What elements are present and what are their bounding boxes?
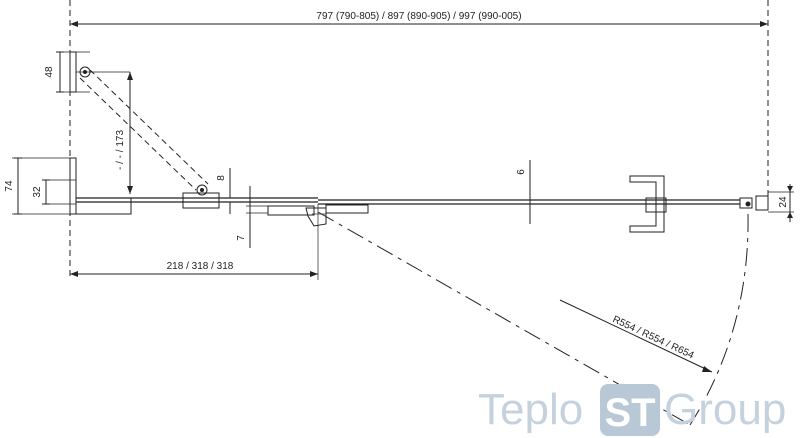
sliding-door bbox=[267, 199, 740, 227]
glass-thickness-mid-dimension: 6 bbox=[516, 160, 531, 224]
hinge-offset-label: - / - / 173 bbox=[115, 130, 126, 170]
glass-thickness-mid-label: 6 bbox=[516, 169, 527, 175]
profile-depth-label: 48 bbox=[44, 66, 55, 78]
watermark-prefix: Teplo bbox=[478, 385, 583, 434]
glass-thickness-left-dimension: 8 bbox=[216, 168, 240, 214]
door-width-dimension: 218 / 318 / 318 bbox=[70, 204, 319, 280]
watermark-suffix: Group bbox=[664, 385, 786, 434]
wall-profile-inner-label: 32 bbox=[32, 186, 43, 198]
top-wall-profile: 48 bbox=[44, 51, 130, 93]
overall-width-label: 797 (790-805) / 897 (890-905) / 997 (990… bbox=[316, 11, 521, 22]
right-handle-bracket bbox=[629, 175, 667, 233]
overall-width-dimension: 797 (790-805) / 897 (890-905) / 997 (990… bbox=[70, 11, 768, 27]
hinge-offset-dimension: - / - / 173 bbox=[115, 72, 133, 194]
watermark-badge-text: ST bbox=[604, 391, 655, 435]
hinge-swing-lines bbox=[79, 69, 209, 191]
handle-offset-dimension: 7 bbox=[236, 186, 268, 248]
watermark-badge bbox=[600, 384, 660, 436]
door-width-label: 218 / 318 / 318 bbox=[167, 261, 234, 272]
glass-thickness-left-label: 8 bbox=[216, 175, 227, 181]
fixed-panel bbox=[75, 184, 318, 215]
wall-profile-height-label: 74 bbox=[4, 180, 15, 192]
swing-radius-label: R554 / R554 / R654 bbox=[611, 314, 696, 362]
left-wall-profile: 74 32 bbox=[4, 157, 77, 215]
right-wall-profile: 24 bbox=[739, 184, 794, 222]
teplost-group-watermark: Teplo ST Group bbox=[478, 384, 786, 436]
handle-offset-label: 7 bbox=[236, 235, 247, 241]
right-profile-label: 24 bbox=[778, 196, 789, 208]
